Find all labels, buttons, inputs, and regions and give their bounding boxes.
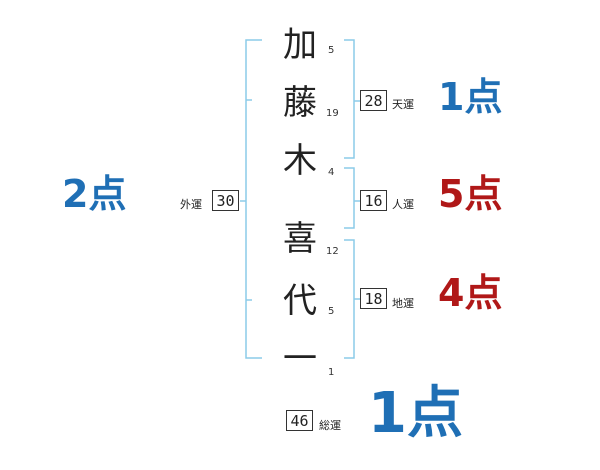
chiun-bracket bbox=[344, 239, 360, 359]
stroke-count-6: 1 bbox=[328, 367, 335, 378]
name-char-5: 代 bbox=[283, 281, 317, 321]
name-char-2: 藤 bbox=[283, 83, 317, 123]
gaiun-score: 2点 bbox=[62, 172, 127, 216]
souun-value-box: 46 bbox=[286, 410, 313, 431]
souun-score: 1点 bbox=[368, 381, 463, 446]
stroke-count-5: 5 bbox=[328, 306, 335, 317]
tenun-bracket bbox=[344, 39, 360, 159]
stroke-count-1: 5 bbox=[328, 45, 335, 56]
tenun-value-box: 28 bbox=[360, 90, 387, 111]
souun-label: 総運 bbox=[319, 419, 341, 432]
jinun-bracket bbox=[344, 167, 360, 229]
chiun-label: 地運 bbox=[392, 297, 414, 310]
gaiun-bracket bbox=[240, 39, 262, 359]
chiun-value-box: 18 bbox=[360, 288, 387, 309]
stroke-count-4: 12 bbox=[326, 246, 339, 257]
jinun-value-box: 16 bbox=[360, 190, 387, 211]
jinun-score: 5点 bbox=[438, 172, 503, 216]
name-char-4: 喜 bbox=[283, 219, 317, 259]
stroke-count-2: 19 bbox=[326, 108, 339, 119]
jinun-label: 人運 bbox=[392, 198, 414, 211]
name-char-6: 一 bbox=[283, 339, 317, 379]
tenun-label: 天運 bbox=[392, 98, 414, 111]
stroke-count-3: 4 bbox=[328, 167, 335, 178]
tenun-score: 1点 bbox=[438, 75, 503, 119]
gaiun-value-box: 30 bbox=[212, 190, 239, 211]
name-char-3: 木 bbox=[283, 141, 317, 181]
name-char-1: 加 bbox=[283, 25, 317, 65]
gaiun-label: 外運 bbox=[180, 198, 202, 211]
chiun-score: 4点 bbox=[438, 271, 503, 315]
